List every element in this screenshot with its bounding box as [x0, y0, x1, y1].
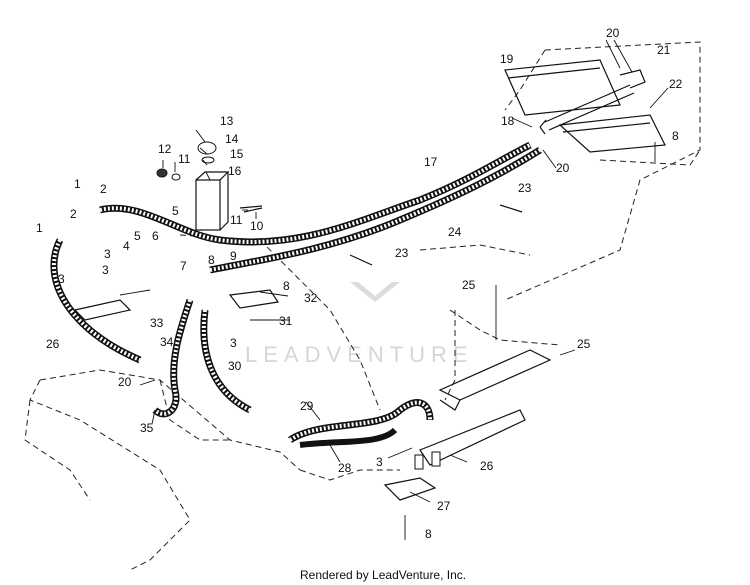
callout-27: 27 — [437, 499, 451, 513]
callout-labels: 1 2 1 2 3 3 3 4 5 5 6 7 8 9 8 10 11 11 1… — [36, 26, 683, 541]
callout-3d: 3 — [376, 455, 383, 469]
callout-leaders — [119, 39, 669, 540]
callout-8b: 8 — [283, 279, 290, 293]
callout-3c: 3 — [102, 263, 109, 277]
callout-25a: 25 — [462, 278, 476, 292]
callout-15: 15 — [230, 147, 244, 161]
callout-9: 9 — [230, 249, 237, 263]
callout-24: 24 — [448, 225, 462, 239]
callout-8c: 8 — [672, 129, 679, 143]
callout-5b: 5 — [134, 229, 141, 243]
callout-13: 13 — [220, 114, 234, 128]
callout-32: 32 — [304, 291, 318, 305]
callout-8a: 8 — [208, 253, 215, 267]
callout-20c: 20 — [118, 375, 132, 389]
callout-28: 28 — [338, 461, 352, 475]
callout-6: 6 — [152, 229, 159, 243]
callout-2b: 2 — [70, 207, 77, 221]
callout-4: 4 — [123, 239, 130, 253]
callout-16: 16 — [228, 164, 242, 178]
callout-17: 17 — [424, 155, 438, 169]
radiator-assembly — [504, 59, 666, 153]
callout-3a: 3 — [58, 272, 65, 286]
callout-25b: 25 — [577, 337, 591, 351]
callout-1b: 1 — [36, 221, 43, 235]
mounting-brackets — [73, 204, 552, 501]
callout-26a: 26 — [46, 337, 60, 351]
callout-33: 33 — [150, 316, 164, 330]
callout-11b: 11 — [178, 152, 191, 166]
callout-23a: 23 — [518, 181, 532, 195]
callout-26b: 26 — [480, 459, 494, 473]
callout-23b: 23 — [395, 246, 409, 260]
callout-30: 30 — [228, 359, 242, 373]
callout-31: 31 — [279, 314, 293, 328]
callout-20a: 20 — [606, 26, 620, 40]
callout-34: 34 — [160, 335, 174, 349]
callout-14: 14 — [225, 132, 239, 146]
callout-12: 12 — [158, 142, 172, 156]
callout-21: 21 — [657, 43, 671, 57]
callout-3e: 3 — [230, 336, 237, 350]
callout-7: 7 — [180, 259, 187, 273]
coolant-reservoir — [156, 141, 263, 231]
callout-5a: 5 — [172, 204, 179, 218]
watermark-text: LEADVENTURE — [245, 342, 474, 367]
coolant-hoses — [50, 141, 542, 448]
callout-1a: 1 — [74, 177, 81, 191]
callout-3b: 3 — [104, 247, 111, 261]
vehicle-body-outline — [24, 41, 701, 571]
callout-22: 22 — [669, 77, 683, 91]
callout-8d: 8 — [425, 527, 432, 541]
callout-19: 19 — [500, 52, 514, 66]
callout-10: 10 — [250, 219, 264, 233]
callout-29: 29 — [300, 399, 314, 413]
callout-20b: 20 — [556, 161, 570, 175]
callout-2a: 2 — [100, 182, 107, 196]
callout-18: 18 — [501, 114, 515, 128]
callout-11a: 11 — [230, 213, 243, 227]
callout-35: 35 — [140, 421, 154, 435]
footer-credit: Rendered by LeadVenture, Inc. — [300, 568, 466, 582]
